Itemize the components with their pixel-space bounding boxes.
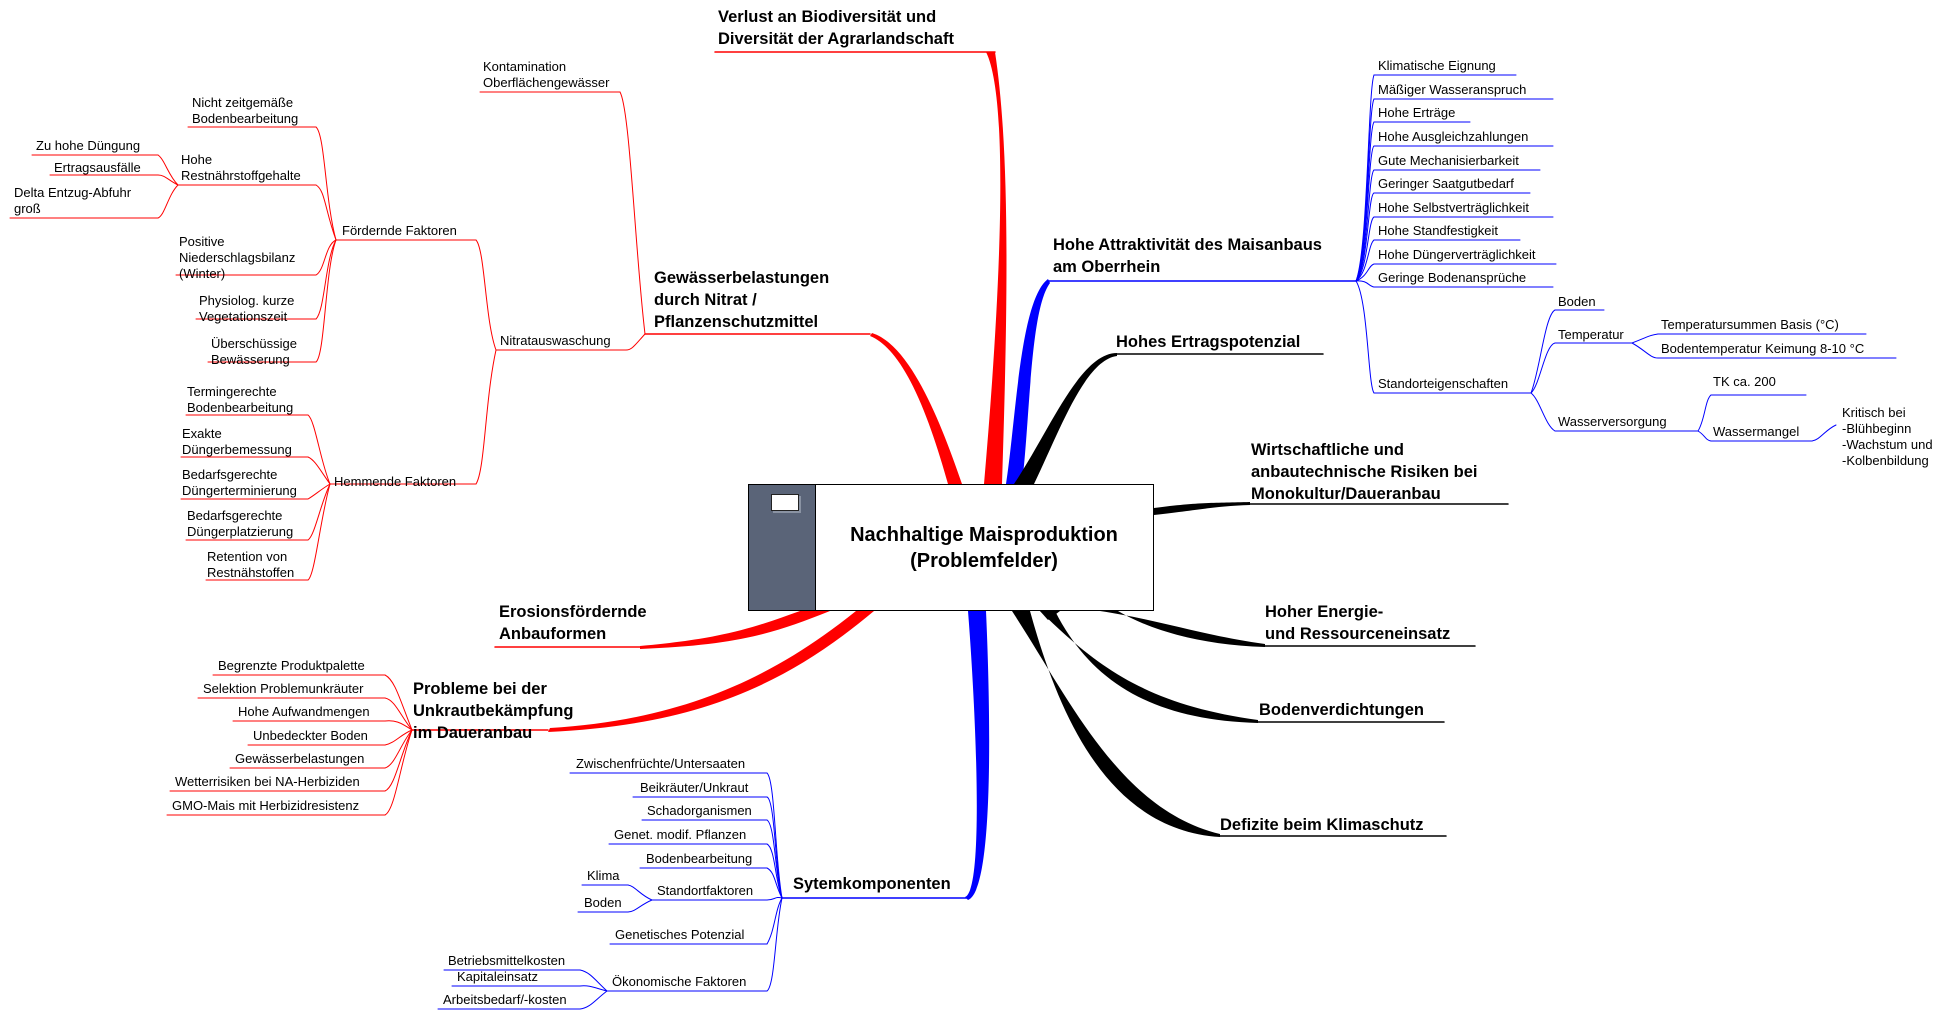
- central-topic-title: Nachhaltige Maisproduktion (Problemfelde…: [850, 523, 1118, 572]
- branch-gewaesser: [870, 333, 962, 484]
- item-bewaesserung[interactable]: Überschüssige Bewässerung: [211, 336, 297, 367]
- item-klimatische-eignung[interactable]: Klimatische Eignung: [1378, 58, 1496, 73]
- item-aufwandmengen[interactable]: Hohe Aufwandmengen: [238, 704, 370, 719]
- topic-biodiversitaet[interactable]: Verlust an Biodiversität und Diversität …: [718, 8, 954, 48]
- item-bodentemperatur[interactable]: Bodentemperatur Keimung 8-10 °C: [1661, 341, 1865, 356]
- item-wetterrisiken[interactable]: Wetterrisiken bei NA-Herbiziden: [175, 774, 360, 789]
- item-terminierung[interactable]: Bedarfsgerechte Düngerterminierung: [182, 467, 297, 498]
- item-mechanisierbarkeit[interactable]: Gute Mechanisierbarkeit: [1378, 153, 1519, 168]
- item-selbstvertraeglichkeit[interactable]: Hohe Selbstverträglichkeit: [1378, 200, 1530, 215]
- item-genetisches-potenzial[interactable]: Genetisches Potenzial: [615, 927, 745, 942]
- topic-gewaesser[interactable]: Gewässerbelastungen durch Nitrat / Pflan…: [654, 269, 830, 331]
- item-bodenansprueche[interactable]: Geringe Bodenansprüche: [1378, 270, 1527, 285]
- item-genet-pflanzen[interactable]: Genet. modif. Pflanzen: [614, 827, 747, 842]
- item-kritisch[interactable]: Kritisch bei -Blühbeginn -Wachstum und -…: [1842, 405, 1933, 468]
- branch-attraktivitaet: [1006, 279, 1050, 484]
- item-kontamination[interactable]: Kontamination Oberflächengewässer: [483, 59, 610, 90]
- item-saatgutbedarf[interactable]: Geringer Saatgutbedarf: [1378, 176, 1514, 191]
- item-tk[interactable]: TK ca. 200: [1713, 374, 1776, 389]
- topic-klimaschutz[interactable]: Defizite beim Klimaschutz: [1220, 816, 1424, 834]
- branch-unkraut: [548, 611, 874, 732]
- item-standfestigkeit[interactable]: Hohe Standfestigkeit: [1378, 223, 1498, 238]
- item-arbeitsbedarf[interactable]: Arbeitsbedarf/-kosten: [443, 992, 567, 1007]
- topic-unkraut[interactable]: Probleme bei der Unkrautbekämpfung im Da…: [413, 680, 574, 742]
- item-restnaehrstoff[interactable]: Hohe Restnährstoffgehalte: [181, 152, 301, 183]
- topic-systemkomponenten[interactable]: Sytemkomponenten: [793, 875, 951, 893]
- item-gewaesserbelastungen[interactable]: Gewässerbelastungen: [235, 751, 365, 766]
- topic-erosion[interactable]: Erosionsfördernde Anbauformen: [499, 603, 647, 643]
- branch-erosion: [640, 611, 830, 649]
- item-retention[interactable]: Retention von Restnähstoffen: [207, 549, 295, 580]
- item-duengervertraeglichkeit[interactable]: Hohe Düngerverträglichkeit: [1378, 247, 1536, 262]
- item-hemmende-faktoren[interactable]: Hemmende Faktoren: [334, 474, 457, 489]
- item-exakte[interactable]: Exakte Düngerbemessung: [182, 426, 292, 457]
- topic-risiken[interactable]: Wirtschaftliche und anbautechnische Risi…: [1251, 441, 1478, 503]
- item-beikraeuter[interactable]: Beikräuter/Unkraut: [640, 780, 749, 795]
- item-oekonomische-faktoren[interactable]: Ökonomische Faktoren: [612, 974, 747, 989]
- item-ertragsausfaelle[interactable]: Ertragsausfälle: [54, 160, 141, 175]
- item-platzierung[interactable]: Bedarfsgerechte Düngerplatzierung: [187, 508, 294, 539]
- branch-risiken: [1154, 502, 1250, 515]
- branch-biodiversitaet: [984, 52, 1007, 484]
- item-bodenbearbeitung-alt[interactable]: Nicht zeitgemäße Bodenbearbeitung: [192, 95, 299, 126]
- branch-bodenverdichtungen: [1040, 611, 1258, 723]
- item-delta[interactable]: Delta Entzug-Abfuhr groß: [14, 185, 132, 216]
- branch-energie: [1100, 611, 1265, 647]
- item-selektion[interactable]: Selektion Problemunkräuter: [203, 681, 364, 696]
- item-standort-boden[interactable]: Boden: [1558, 294, 1596, 309]
- item-produktpalette[interactable]: Begrenzte Produktpalette: [218, 658, 365, 673]
- item-kapitaleinsatz[interactable]: Kapitaleinsatz: [457, 969, 538, 984]
- branch-systemkomponenten: [965, 611, 990, 900]
- document-icon: [749, 485, 816, 610]
- item-vegetationszeit[interactable]: Physiolog. kurze Vegetationszeit: [199, 293, 295, 324]
- branch-bodenverdichtungen-tip: [1040, 611, 1060, 620]
- item-schadorganismen[interactable]: Schadorganismen: [647, 803, 752, 818]
- item-standorteigenschaften[interactable]: Standorteigenschaften: [1378, 376, 1509, 391]
- item-klima[interactable]: Klima: [587, 868, 620, 883]
- item-temperatursummen[interactable]: Temperatursummen Basis (°C): [1661, 317, 1839, 332]
- item-wasserversorgung[interactable]: Wasserversorgung: [1558, 414, 1667, 429]
- item-system-boden[interactable]: Boden: [584, 895, 622, 910]
- item-standortfaktoren[interactable]: Standortfaktoren: [657, 883, 754, 898]
- branch-ertragspotenzial: [1014, 353, 1117, 484]
- item-betriebsmittelkosten[interactable]: Betriebsmittelkosten: [448, 953, 566, 968]
- item-ausgleichszahlungen[interactable]: Hohe Ausgleichzahlungen: [1378, 129, 1529, 144]
- item-hohe-duengung[interactable]: Zu hohe Düngung: [36, 138, 141, 153]
- item-termingerechte[interactable]: Termingerechte Bodenbearbeitung: [187, 384, 294, 415]
- item-zwischenfruechte[interactable]: Zwischenfrüchte/Untersaaten: [576, 756, 746, 771]
- item-temperatur[interactable]: Temperatur: [1558, 327, 1624, 342]
- item-ertraege[interactable]: Hohe Erträge: [1378, 105, 1456, 120]
- central-topic[interactable]: Nachhaltige Maisproduktion (Problemfelde…: [748, 484, 1154, 611]
- item-foerdernde-faktoren[interactable]: Fördernde Faktoren: [342, 223, 457, 238]
- item-unbedeckter-boden[interactable]: Unbedeckter Boden: [253, 728, 368, 743]
- item-wassermangel[interactable]: Wassermangel: [1713, 424, 1800, 439]
- item-niederschlagsbilanz[interactable]: Positive Niederschlagsbilanz (Winter): [179, 234, 296, 281]
- item-wasseranspruch[interactable]: Mäßiger Wasseranspruch: [1378, 82, 1527, 97]
- item-bodenbearbeitung[interactable]: Bodenbearbeitung: [646, 851, 753, 866]
- branch-klimaschutz: [1012, 611, 1220, 837]
- item-nitratauswaschung[interactable]: Nitratauswaschung: [500, 333, 611, 348]
- topic-ertragspotenzial[interactable]: Hohes Ertragspotenzial: [1116, 333, 1301, 351]
- topic-bodenverdichtungen[interactable]: Bodenverdichtungen: [1259, 701, 1425, 719]
- item-gmo-mais[interactable]: GMO-Mais mit Herbizidresistenz: [172, 798, 360, 813]
- topic-energie[interactable]: Hoher Energie- und Ressourceneinsatz: [1265, 603, 1451, 643]
- topic-attraktivitaet[interactable]: Hohe Attraktivität des Maisanbaus am Obe…: [1053, 236, 1322, 276]
